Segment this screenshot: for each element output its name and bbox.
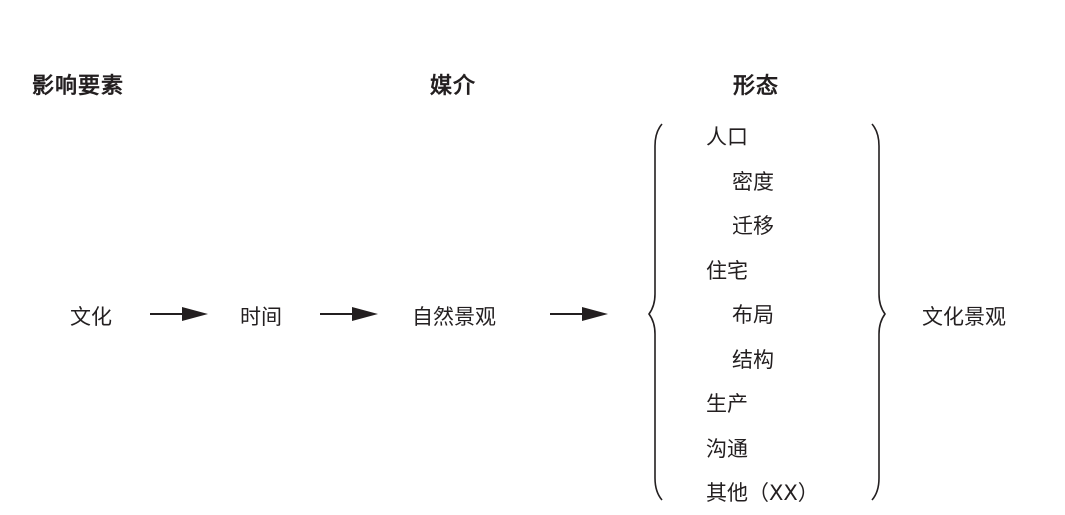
form-category: 沟通: [706, 436, 748, 461]
header-medium: 媒介: [430, 74, 477, 99]
arrow-natural-landscape-to-forms: [550, 307, 608, 321]
form-subitem: 布局: [732, 303, 774, 327]
form-subitem: 迁移: [732, 214, 774, 238]
arrow-time-to-natural-landscape: [320, 307, 378, 321]
node-natural-landscape: 自然景观: [412, 305, 496, 329]
form-subitem: 结构: [732, 347, 774, 372]
left-brace: [648, 123, 663, 501]
node-culture: 文化: [70, 305, 112, 329]
arrow-culture-to-time: [150, 307, 208, 321]
form-category: 人口: [706, 125, 748, 149]
form-category: 住宅: [706, 258, 748, 283]
form-category: 生产: [706, 392, 748, 416]
right-brace: [871, 123, 886, 501]
form-category: 其他（XX）: [706, 481, 819, 505]
node-time: 时间: [240, 305, 282, 329]
header-form: 形态: [733, 74, 780, 99]
form-subitem: 密度: [732, 169, 774, 194]
header-factors: 影响要素: [32, 74, 125, 99]
node-cultural-landscape: 文化景观: [922, 305, 1006, 329]
